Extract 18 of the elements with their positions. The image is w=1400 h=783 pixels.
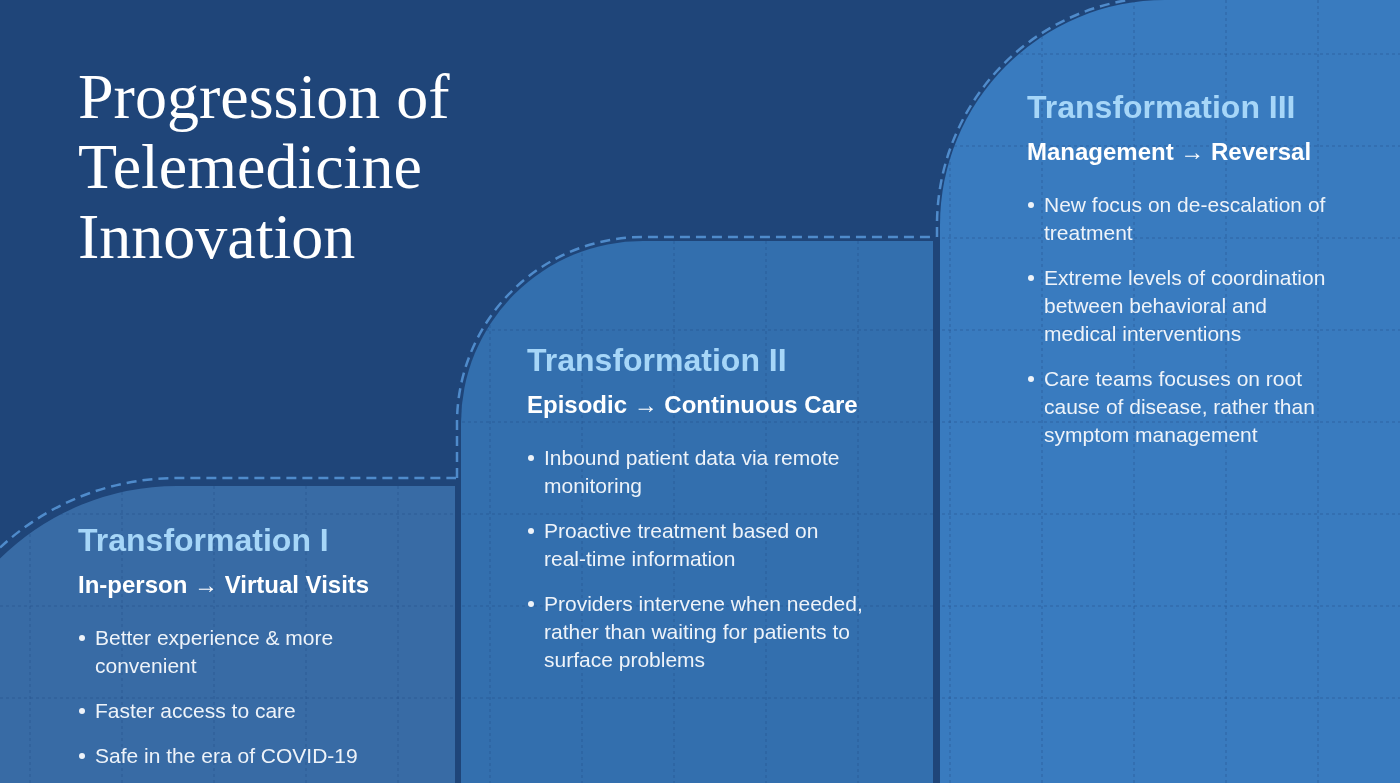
- panel-heading: Transformation III: [1027, 88, 1296, 126]
- bullet-text: Providers intervene when needed, rather than waiting for patients to surface problems: [544, 591, 864, 673]
- panel-heading: Transformation II: [527, 341, 787, 379]
- bullet-text: Proactive treatment based on real-time information: [544, 518, 820, 572]
- bullet-text: Extreme levels of coordination between behavioral and medical interventions: [1044, 265, 1327, 347]
- step-panel: [936, 0, 1400, 783]
- bullet-text: Care teams focuses on root cause of disease, rather than symptom management: [1044, 366, 1316, 448]
- panel-heading: Transformation I: [78, 521, 329, 559]
- page-title: Progression of Telemedicine Innovation: [78, 62, 451, 272]
- bullet-text: Better experience & more convenient: [95, 625, 335, 679]
- panel-subtitle: Episodic → Continuous Care: [527, 390, 858, 420]
- bullet-text: Faster access to care: [95, 698, 296, 724]
- bullet-text: Inbound patient data via remote monitoring: [544, 445, 841, 499]
- bullet-text: Safe in the era of COVID-19: [95, 743, 358, 769]
- panel-subtitle: Management → Reversal: [1027, 137, 1312, 167]
- panel-subtitle: In-person → Virtual Visits: [78, 570, 370, 600]
- bullet-text: New focus on de-escalation of treatment: [1044, 192, 1327, 246]
- step-panel: [0, 474, 456, 783]
